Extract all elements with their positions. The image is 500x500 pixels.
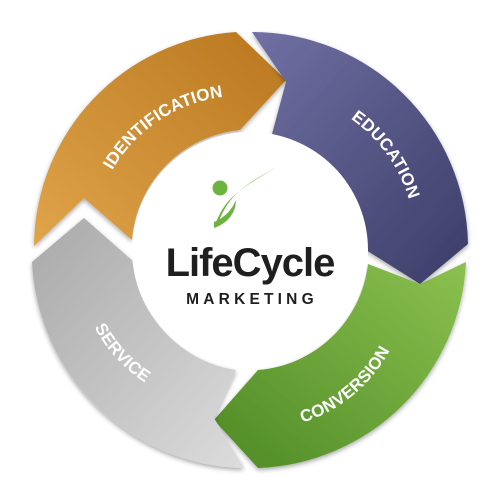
segment-service[interactable] bbox=[32, 218, 244, 468]
leaf-logo-icon bbox=[212, 168, 276, 228]
brand-name: LifeCycle bbox=[166, 241, 335, 285]
segment-education[interactable] bbox=[252, 31, 468, 284]
brand-tagline: MARKETING bbox=[186, 291, 318, 308]
segment-identification[interactable] bbox=[34, 32, 286, 246]
segment-conversion[interactable] bbox=[214, 262, 466, 468]
center-disc bbox=[132, 132, 368, 368]
cycle-ring bbox=[32, 31, 468, 468]
